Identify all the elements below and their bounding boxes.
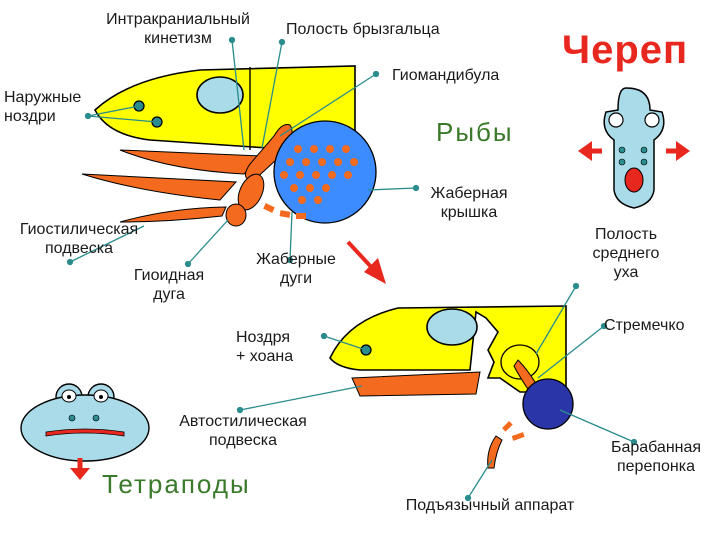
label-gill-cover: Жаберная крышка xyxy=(430,185,508,221)
fish-hyoid-element-2 xyxy=(225,203,247,227)
title-tetrapods: Тетраподы xyxy=(102,469,251,499)
label-stapes: Стремечко xyxy=(604,317,685,334)
label-tympanum: Барабанная перепонка xyxy=(610,439,702,475)
label-middle-ear-cavity: Полость среднего уха xyxy=(592,226,660,281)
fish-eye xyxy=(196,76,244,114)
frog-down-arrow xyxy=(70,458,90,480)
label-hyostylic-suspension: Гиостилическая подвеска xyxy=(19,221,139,257)
frog-face xyxy=(20,394,150,462)
transition-arrow xyxy=(346,240,386,284)
fish-gill-cover xyxy=(273,120,377,224)
frontal-dots xyxy=(618,146,648,166)
label-intracranial-kinetism: Интракраниальный кинетизм xyxy=(106,11,250,47)
frog-dots xyxy=(68,414,100,422)
frog-head xyxy=(20,383,150,480)
tympanum xyxy=(522,378,574,430)
tetrapod-lower-jaw xyxy=(351,371,481,397)
frontal-skull xyxy=(578,87,690,209)
leader-lines xyxy=(66,36,638,502)
right-expansion-arrow xyxy=(666,141,690,161)
label-hyoid-apparatus: Подъязычный аппарат xyxy=(405,497,575,514)
label-gill-arches: Жаберные дуги xyxy=(256,251,336,287)
left-expansion-arrow xyxy=(578,141,602,161)
fish-hyoid-ray xyxy=(119,206,227,223)
fish-upper-jaw xyxy=(119,149,264,175)
title-skull: Череп xyxy=(562,28,689,72)
label-autostylic-suspension: Автостилическая подвеска xyxy=(179,413,307,449)
title-fishes: Рыбы xyxy=(436,117,514,147)
fish-gill-dashes xyxy=(263,203,306,219)
frontal-right-eye xyxy=(644,112,660,128)
fish-lower-jaw xyxy=(81,173,238,201)
label-external-nostrils: Наружные ноздри xyxy=(4,89,82,125)
tetrapod-head-yellow xyxy=(329,305,567,404)
fish-skull xyxy=(81,65,377,227)
tetrapod-eye xyxy=(426,308,478,346)
label-spiracle-cavity: Полость брызгальца xyxy=(286,21,440,38)
tetrapod-skull xyxy=(329,305,574,469)
label-hyomandibula: Гиомандибула xyxy=(392,67,500,84)
frog-mouth xyxy=(45,428,125,437)
frontal-mouth xyxy=(624,167,644,193)
frontal-left-eye xyxy=(608,112,624,128)
hyoid-apparatus-dashes xyxy=(502,421,525,441)
fish-gill-arch-dots xyxy=(280,145,358,204)
label-hyoid-arch: Гиоидная дуга xyxy=(133,267,205,303)
label-nostril-choana: Ноздря + хоана xyxy=(236,329,294,365)
